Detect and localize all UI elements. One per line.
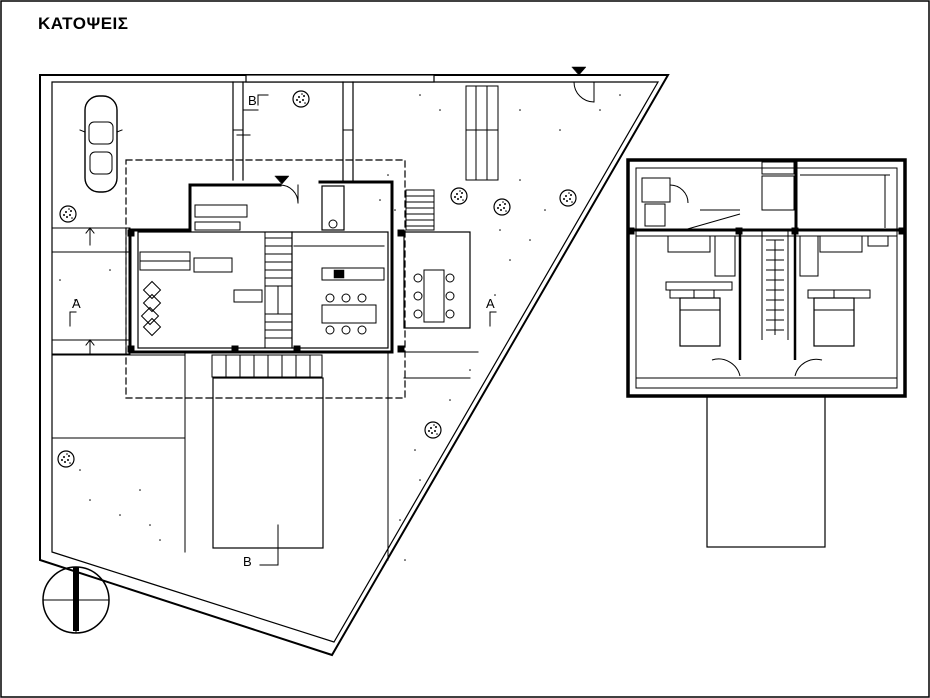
page-title: ΚΑΤΟΨΕΙΣ: [38, 14, 129, 33]
tree-icon: [450, 187, 468, 205]
tree-icon: [493, 198, 511, 216]
tree-icon: [424, 421, 442, 439]
site-boundary-inner: [51, 81, 660, 643]
entrance-arrow-icon: [274, 175, 290, 185]
ground-floor-site-plan: [39, 66, 670, 657]
north-arrow-icon: [42, 566, 110, 634]
tree-icon: [559, 189, 577, 207]
car-icon: [79, 95, 123, 193]
bed-icon: [669, 289, 721, 347]
section-mark-b-bottom: B: [243, 554, 252, 569]
section-mark-a-left: A: [72, 296, 81, 311]
tree-icon: [292, 90, 310, 108]
bed-icon: [807, 289, 871, 347]
entrance-arrow-icon-site: [571, 66, 587, 76]
tree-icon: [57, 450, 75, 468]
ground-hatching: [59, 94, 621, 561]
pool: [212, 377, 324, 549]
section-mark-b-top: B: [248, 93, 257, 108]
section-mark-a-right: A: [486, 296, 495, 311]
site-boundary-outer: [39, 74, 670, 657]
upper-floor-plan: [626, 158, 907, 548]
tree-icon: [59, 205, 77, 223]
